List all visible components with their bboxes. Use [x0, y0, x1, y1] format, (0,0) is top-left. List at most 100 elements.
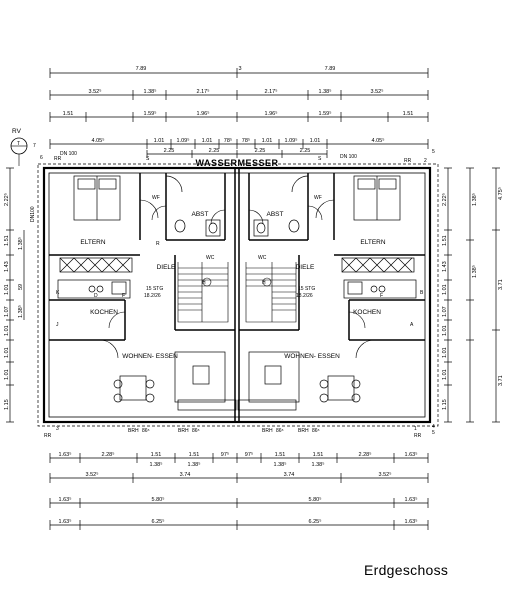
- stair-label-right: 15 STG: [298, 286, 315, 292]
- dim-label: 1.01: [442, 325, 448, 336]
- dim-label: 1.63⁵: [405, 451, 418, 458]
- stair-rise-left: 18.2/26: [144, 293, 161, 299]
- num-label: 5: [432, 149, 435, 155]
- furniture-left: [57, 175, 237, 411]
- brh-label: BRH: [298, 428, 309, 434]
- dim-label: 1.01: [202, 138, 213, 144]
- room-diele-right: DIELE: [296, 264, 315, 271]
- stair-rise-right: 18.2/26: [296, 293, 313, 299]
- r-label: R: [156, 241, 160, 247]
- t-label: T: [17, 141, 20, 147]
- stair-label-left: 15 STG: [146, 286, 163, 292]
- dim-label: 1.38⁵: [144, 88, 157, 95]
- b-label: B: [420, 290, 424, 296]
- dim-label: 1.38⁵: [188, 461, 201, 468]
- dim-label: 1.51: [189, 452, 200, 458]
- dn-label: DN 100: [340, 154, 357, 160]
- dim-label: 78⁵: [224, 137, 232, 144]
- dim-label: 4.05⁵: [372, 137, 385, 144]
- dim-label: 1.38⁵: [17, 237, 24, 250]
- rv-label: RV: [12, 128, 22, 135]
- dim-label: 1.59⁵: [144, 110, 157, 117]
- dim-label: 3.74: [180, 472, 191, 478]
- dim-label: 1.51: [4, 235, 10, 246]
- drawing-caption: Erdgeschoss: [364, 562, 449, 578]
- rv-marker: RV T 7: [10, 128, 36, 166]
- brh-label: BRH: [178, 428, 189, 434]
- dim-label: 2.25: [209, 148, 220, 154]
- h-label-right: H: [262, 280, 266, 286]
- room-labels: WASSERMESSER ELTERN ELTERN ABST ABST DIE…: [56, 158, 424, 434]
- dim-label: 2.25: [164, 148, 175, 154]
- dim-label: 1.07: [442, 306, 448, 317]
- dim-label: 1.09⁵: [285, 137, 298, 144]
- brh-label: BRH: [128, 428, 139, 434]
- dn-label: DN 100: [60, 151, 77, 157]
- corner-markers: RR RR RR RR 6 3 5 2 1 5 4 S S DN 100 DN …: [30, 149, 435, 439]
- room-wohnen-right: WOHNEN- ESSEN: [284, 353, 340, 360]
- dim-label: 1.63⁵: [59, 496, 72, 503]
- dim-label: 2.22⁵: [441, 193, 448, 206]
- dim-label: 2.25: [255, 148, 266, 154]
- num-label: 2: [424, 158, 427, 164]
- left-dimension-labels: 2.22⁵ 1.51 1.43 1.01 1.07 1.01 1.01 1.01…: [3, 193, 24, 410]
- s-label: S: [318, 156, 322, 162]
- dim-label: 1.59⁵: [319, 110, 332, 117]
- dim-label: 1.51: [442, 235, 448, 246]
- room-diele-left: DIELE: [157, 264, 176, 271]
- dim-label: 1.15: [4, 399, 10, 410]
- d-label: D: [94, 293, 98, 299]
- dim-label: 1.38⁵: [312, 461, 325, 468]
- dim-label: 1.09⁵: [177, 137, 190, 144]
- dim-label: 2.22⁵: [3, 193, 10, 206]
- rr-label: RR: [54, 156, 62, 162]
- wc-label-left: WC: [206, 255, 215, 261]
- dim-label: 6.25⁵: [152, 518, 165, 525]
- room-kochen-left: KOCHEN: [90, 309, 118, 316]
- top-dimension-chains: [49, 68, 429, 158]
- dim-label: 6.25⁵: [309, 518, 322, 525]
- stairs: [177, 262, 297, 323]
- dim-label: 2.17⁵: [265, 88, 278, 95]
- dim-label: 1.51: [275, 452, 286, 458]
- rr-label: RR: [44, 433, 52, 439]
- dim-label: 1.63⁵: [405, 518, 418, 525]
- door-swings: [99, 199, 375, 359]
- rr-label: RR: [414, 433, 422, 439]
- f-label-right: F: [380, 293, 383, 299]
- dim-label: 1.63⁵: [405, 496, 418, 503]
- right-dimension-labels: 1.38⁵ 1.38⁵ 4.75⁵ 3.71 3.71 2.22⁵ 1.51 1…: [441, 187, 504, 410]
- num-label: 6: [40, 155, 43, 161]
- dim-label: 5.80⁵: [152, 496, 165, 503]
- wc-label-right: WC: [258, 255, 267, 261]
- dim-label: 1.51: [313, 452, 324, 458]
- num-label: 5: [432, 430, 435, 436]
- dim-label: 78⁵: [242, 137, 250, 144]
- dim-label: 1.01: [154, 138, 165, 144]
- k-label: K: [56, 290, 60, 296]
- s-label: S: [146, 156, 150, 162]
- dim-label: 3.52⁵: [89, 88, 102, 95]
- rr-label: RR: [404, 158, 412, 164]
- exterior-walls: [42, 166, 432, 424]
- dim-label: 1.51: [63, 111, 74, 117]
- brh-value: 86⁵: [192, 428, 200, 434]
- dim-label: 5.80⁵: [309, 496, 322, 503]
- dim-label: 1.38⁵: [319, 88, 332, 95]
- dim-label: 3.52⁵: [379, 471, 392, 478]
- dim-label: 1.07: [4, 306, 10, 317]
- brh-label: BRH: [262, 428, 273, 434]
- room-abst-left: ABST: [192, 211, 209, 218]
- dim-label: 1.38⁵: [274, 461, 287, 468]
- left-dimension-chain: [6, 167, 25, 423]
- brh-value: 86⁵: [276, 428, 284, 434]
- foundation-outline: [37, 163, 439, 427]
- dim-label: 1.63⁵: [59, 518, 72, 525]
- room-eltern-right: ELTERN: [360, 239, 385, 246]
- dim-label: 3.52⁵: [371, 88, 384, 95]
- wf-label-left: WF: [152, 195, 160, 201]
- dn-vertical-label: DN100: [30, 206, 36, 222]
- dim-label: 1.51: [403, 111, 414, 117]
- dim-label: 1.01: [4, 325, 10, 336]
